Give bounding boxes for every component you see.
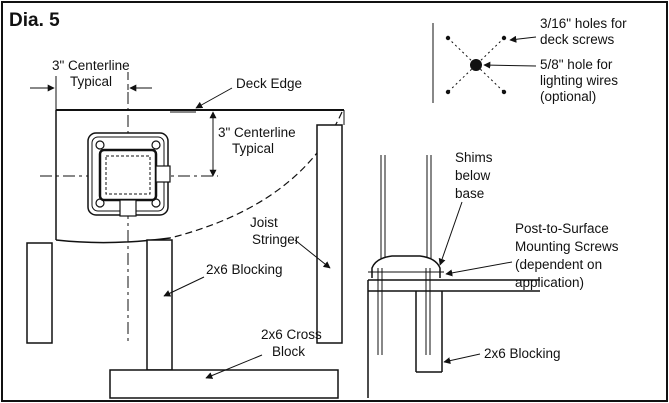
top-view: 3" Centerline Typical Deck Edge 3" Cente… <box>26 58 345 399</box>
screw-hole-dot <box>501 89 507 95</box>
left-joist-block <box>26 242 53 344</box>
screws-label: (dependent on <box>515 257 602 272</box>
shims-label: Shims <box>455 150 493 165</box>
shims-label: below <box>455 168 491 183</box>
side-view: Shims below base Post-to-Surface Mountin… <box>367 150 619 398</box>
right-centerline-label: 3" Centerline <box>218 125 296 140</box>
diagram-title: Dia. 5 <box>9 10 60 31</box>
right-joist-stringer <box>316 124 343 344</box>
blocking-label: 2x6 Blocking <box>206 262 283 277</box>
mounting-screws <box>377 268 431 355</box>
right-centerline-label: Typical <box>232 141 274 156</box>
cross-block-label: Block <box>272 344 305 359</box>
joist-stringer-label: Stringer <box>252 232 300 247</box>
cross-block-label: 2x6 Cross <box>261 327 322 342</box>
cross-block <box>109 369 339 399</box>
hole-legend: 3/16" holes for deck screws 5/8" hole fo… <box>432 16 627 104</box>
screws-label: Mounting Screws <box>515 239 619 254</box>
screws-label: Post-to-Surface <box>515 221 609 236</box>
legend-small-holes-label: deck screws <box>540 32 615 47</box>
deck-edge-label: Deck Edge <box>236 76 302 91</box>
screw-hole-dot <box>445 89 451 95</box>
center-blocking <box>146 239 173 371</box>
joist-stringer-label: Joist <box>250 215 278 230</box>
top-centerline-label: Typical <box>70 74 112 89</box>
legend-large-hole-label: lighting wires <box>540 73 618 88</box>
legend-large-hole-label: 5/8" hole for <box>540 57 613 72</box>
wire-hole-dot <box>470 59 482 71</box>
shims-label: base <box>455 186 484 201</box>
screws-label: application) <box>515 275 584 290</box>
legend-small-holes-label: 3/16" holes for <box>540 16 627 31</box>
top-centerline-label: 3" Centerline <box>52 58 130 73</box>
legend-large-hole-label: (optional) <box>540 89 596 104</box>
screw-hole-dot <box>445 35 451 41</box>
screw-hole-dot <box>501 35 507 41</box>
post-base-plate <box>87 132 171 217</box>
side-blocking-label: 2x6 Blocking <box>484 346 561 361</box>
